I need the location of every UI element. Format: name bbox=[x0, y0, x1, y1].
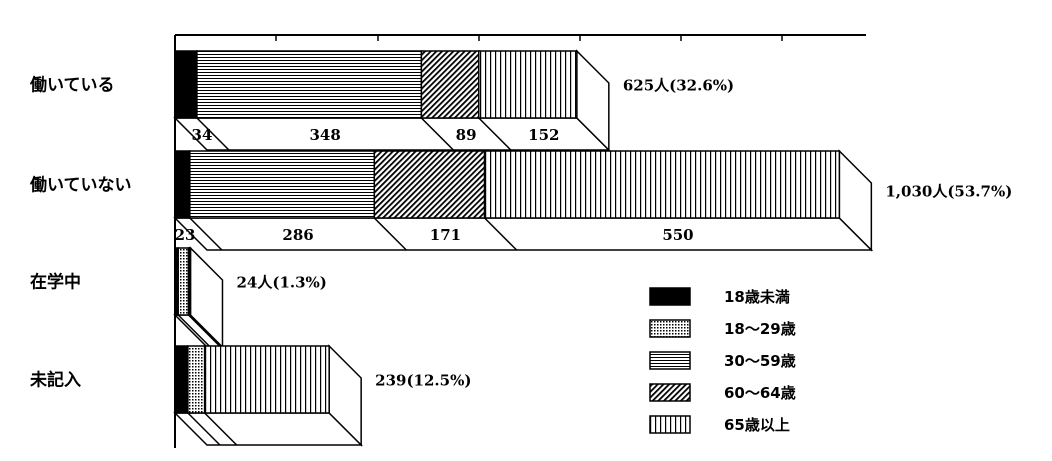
bar-segment-3-1 bbox=[187, 345, 206, 414]
legend-label-3: 60～64歳 bbox=[724, 384, 796, 402]
total-label-1: 1,030人(53.7%) bbox=[885, 183, 1012, 201]
bar-segment-0-3 bbox=[420, 50, 480, 119]
total-label-3: 239(12.5%) bbox=[375, 372, 471, 390]
bar-row-3 bbox=[173, 344, 363, 447]
bar-segment-1-4 bbox=[483, 150, 841, 219]
total-label-2: 24人(1.3%) bbox=[236, 274, 326, 292]
segment-label-0-0: 34 bbox=[192, 126, 213, 144]
legend-item-3: 60～64歳 bbox=[649, 383, 796, 402]
category-label-2: 在学中 bbox=[30, 272, 81, 293]
segment-label-1-0: 23 bbox=[175, 226, 196, 244]
bar-segment-2-4 bbox=[189, 247, 192, 316]
depth-divider-0-3 bbox=[478, 117, 512, 151]
segment-label-1-4: 550 bbox=[662, 226, 693, 244]
bar-segment-1-3 bbox=[373, 150, 486, 219]
labels-group: 働いている 34 348 89 152 625人(32.6%) 働いていない 23 286 171… bbox=[29, 75, 1012, 391]
segment-label-0-3: 89 bbox=[456, 126, 477, 144]
legend-swatch-0 bbox=[649, 287, 691, 306]
legend-swatch-2 bbox=[649, 351, 691, 370]
bar-row-0 bbox=[173, 49, 611, 152]
depth-divider-3-1 bbox=[187, 412, 221, 446]
depth-divider-2-4 bbox=[189, 314, 223, 348]
bar-row-1 bbox=[173, 149, 874, 252]
bars-group bbox=[173, 49, 874, 447]
legend: 18歳未満 18～29歳 30～59歳 60～64歳 65歳以上 bbox=[649, 287, 796, 434]
legend-item-4: 65歳以上 bbox=[649, 415, 790, 434]
legend-label-0: 18歳未満 bbox=[724, 288, 790, 306]
depth-divider-0-2 bbox=[420, 117, 454, 151]
bar-segment-0-4 bbox=[478, 50, 578, 119]
segment-label-0-2: 348 bbox=[310, 126, 341, 144]
bar-segment-2-1 bbox=[177, 247, 190, 316]
legend-label-1: 18～29歳 bbox=[724, 320, 796, 338]
category-label-1: 働いていない bbox=[29, 175, 132, 196]
bar-segment-0-2 bbox=[196, 50, 423, 119]
bar-depth-face-1 bbox=[173, 217, 874, 251]
category-label-0: 働いている bbox=[29, 75, 115, 96]
segment-label-0-4: 152 bbox=[528, 126, 559, 144]
depth-divider-1-2 bbox=[373, 217, 407, 251]
legend-label-4: 65歳以上 bbox=[724, 416, 790, 434]
bar-segment-1-0 bbox=[174, 150, 191, 219]
legend-swatch-3 bbox=[649, 383, 691, 402]
category-label-3: 未記入 bbox=[29, 370, 81, 391]
segment-label-1-2: 286 bbox=[282, 226, 313, 244]
bar-segment-3-4 bbox=[203, 345, 330, 414]
depth-divider-1-3 bbox=[484, 217, 518, 251]
bar-segment-1-2 bbox=[189, 150, 376, 219]
legend-item-2: 30～59歳 bbox=[649, 351, 796, 370]
depth-divider-3-2 bbox=[204, 412, 238, 446]
legend-label-2: 30～59歳 bbox=[724, 352, 796, 370]
legend-swatch-1 bbox=[649, 319, 691, 338]
legend-item-0: 18歳未満 bbox=[649, 287, 790, 306]
segment-label-1-3: 171 bbox=[430, 226, 461, 244]
bar-segment-3-0 bbox=[174, 345, 189, 414]
bar-row-2 bbox=[173, 246, 225, 349]
bar-segment-0-0 bbox=[174, 50, 198, 119]
depth-divider-0-1 bbox=[196, 117, 230, 151]
total-label-0: 625人(32.6%) bbox=[623, 77, 734, 95]
legend-item-1: 18～29歳 bbox=[649, 319, 796, 338]
depth-divider-2-1 bbox=[177, 314, 211, 348]
legend-swatch-4 bbox=[649, 415, 691, 434]
depth-divider-1-1 bbox=[189, 217, 223, 251]
